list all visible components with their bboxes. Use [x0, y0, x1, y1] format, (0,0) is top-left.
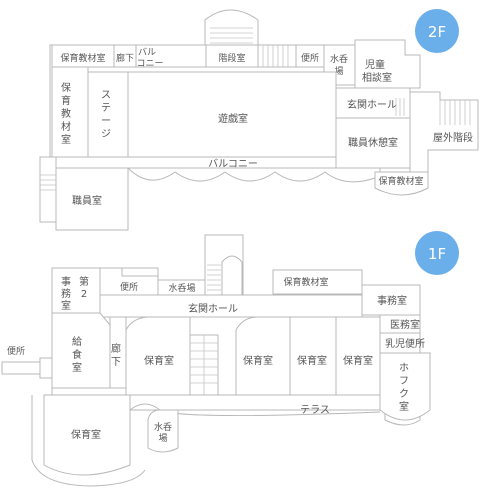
room-staff-2f	[55, 167, 129, 231]
room-nursery-3-label: 保育室	[297, 354, 327, 367]
room-balcony-small-2f-label-2: コニー	[136, 59, 163, 69]
room-storage-left-2f-label-4: 材	[61, 120, 71, 133]
room-storage-left-2f-label-1: 保	[61, 81, 71, 94]
stair-tower-steps	[210, 27, 253, 44]
room-storage-left-2f	[51, 66, 89, 158]
room-drinking-top-1f-label: 水呑場	[168, 282, 195, 294]
room-storage-left-2f-label-3: 教	[61, 107, 71, 120]
room-storage-left-2f-label-2: 育	[61, 94, 71, 107]
room-hofuku-label-4: 室	[399, 400, 409, 413]
room-stage-2f-label-2: テ	[101, 103, 111, 114]
room-storage-left-2f-label-5: 室	[61, 133, 71, 146]
balcony-2f-label: バルコニー	[208, 158, 258, 170]
floor-1-badge-label: 1F	[428, 245, 446, 263]
room-storage-1f	[272, 269, 363, 295]
room-nursery-4-1f	[335, 316, 381, 396]
room-toilet-left-1f-label: 便所	[7, 345, 25, 357]
room-entrance-hall-1f	[99, 294, 363, 318]
floor-1-badge	[415, 231, 459, 275]
room-office2-label-3: 室	[61, 299, 71, 312]
room-stage-2f-label-3: ー	[101, 116, 111, 127]
room-nursery-5-1f	[43, 394, 131, 476]
central-stair-1f-grid	[190, 335, 218, 395]
room-drinking-bottom-label-1: 水呑	[154, 421, 172, 433]
stair-tower-1f-steps	[207, 264, 221, 291]
room-stage-2f-label-1: ス	[101, 90, 111, 101]
room-hofuku-1f	[379, 352, 431, 421]
outdoor-stair-steps	[439, 100, 471, 125]
room-nursery-2-label: 保育室	[243, 354, 273, 367]
room-office2-label-4: 第	[79, 275, 89, 288]
room-playroom-2f	[127, 71, 337, 158]
room-hofuku-label-2: フ	[399, 376, 409, 387]
room-office-1f	[361, 284, 421, 316]
room-entrance-hall-2f-label: 玄関ホール	[347, 98, 397, 111]
room-nursery-1-label: 保育室	[144, 354, 174, 367]
outdoor-stair-label: 屋外階段	[433, 131, 473, 144]
balcony-curve-2f	[127, 167, 376, 183]
room-drinking-2f-label-1: 水呑	[330, 53, 348, 65]
room-balcony-small-2f-label-1: バル	[138, 47, 156, 58]
floor-2-badge	[415, 9, 459, 53]
room-toilet-2f-label: 便所	[301, 52, 319, 64]
room-toilet-left-link	[39, 357, 53, 379]
terrace-label: テラス	[300, 404, 330, 416]
room-stage-2f-label-4: ジ	[101, 129, 111, 140]
room-toilet-top-fixture	[121, 267, 159, 277]
room-hofuku-label-1: ホ	[399, 362, 409, 374]
floor-2-badge-label: 2F	[428, 23, 446, 41]
stair-staff-steps	[40, 174, 56, 191]
room-corridor-2f-label: 廊下	[116, 52, 134, 64]
nursery-5-outer-curve	[31, 395, 146, 487]
stair-tower-2f	[204, 9, 259, 46]
stair-2f-hall-steps	[395, 98, 405, 116]
room-storage-top-2f-label: 保育教材室	[60, 52, 105, 64]
room-toilet-top-1f-label: 便所	[120, 281, 138, 293]
room-consult-2f-label-2: 相談室	[362, 71, 392, 84]
room-staff-2f-label: 職員室	[72, 194, 102, 207]
room-storage-right-2f	[374, 171, 429, 196]
room-storage-right-2f-label: 保育教材室	[378, 175, 423, 187]
room-storage-1f-label: 保育教材室	[283, 276, 328, 288]
room-infant-toilet-1f-label: 乳児便所	[385, 337, 425, 350]
floor-2-plan: 2F 保育教材室 廊下 バル コニー 階段室 便所 水呑 場 児童 相談室	[39, 9, 479, 231]
stair-2f-right-steps	[262, 45, 289, 67]
room-drinking-bottom-1f	[147, 409, 179, 453]
room-nursery-4-label: 保育室	[343, 354, 373, 367]
room-office2-label-1: 事	[61, 275, 71, 288]
stair-staff-2f	[39, 156, 57, 223]
room-drinking-bottom-label-2: 場	[158, 432, 167, 444]
room-nursery-5-label: 保育室	[71, 428, 101, 441]
room-entrance-hall-2f	[335, 87, 411, 119]
room-toilet-left-1f	[1, 361, 41, 375]
room-hofuku-label-3: ク	[399, 388, 409, 400]
room-office2-label-5: 2	[81, 289, 87, 300]
room-office2-label-2: 務	[61, 287, 71, 300]
room-drinking-2f-label-2: 場	[334, 65, 343, 77]
room-office-1f-label: 事務室	[377, 294, 407, 307]
floor-1-plan: 1F 事 務 室 第 2 便所 水呑場 保育教材室 事務室 玄関ホール 医務	[1, 231, 459, 487]
room-playroom-2f-label: 遊戯室	[218, 112, 248, 125]
room-consult-2f-label-1: 児童	[365, 58, 385, 71]
room-corridor-label-2: 下	[111, 357, 121, 368]
room-kitchen-label-3: 室	[72, 361, 82, 374]
room-medical-1f-label: 医務室	[390, 318, 420, 331]
room-kitchen-label-1: 給	[72, 335, 82, 348]
room-corridor-label-1: 廊	[111, 342, 121, 355]
stair-tower-1f-round	[221, 255, 243, 296]
room-stage-2f	[87, 71, 129, 158]
room-office2-1f	[51, 267, 101, 314]
room-kitchen-label-2: 食	[72, 348, 82, 361]
room-entrance-hall-1f-label: 玄関ホール	[188, 302, 238, 315]
room-staff-rest-2f-label: 職員休憩室	[348, 136, 398, 149]
room-stair-hall-2f	[257, 44, 297, 68]
room-stair-room-2f-label: 階段室	[218, 52, 245, 64]
